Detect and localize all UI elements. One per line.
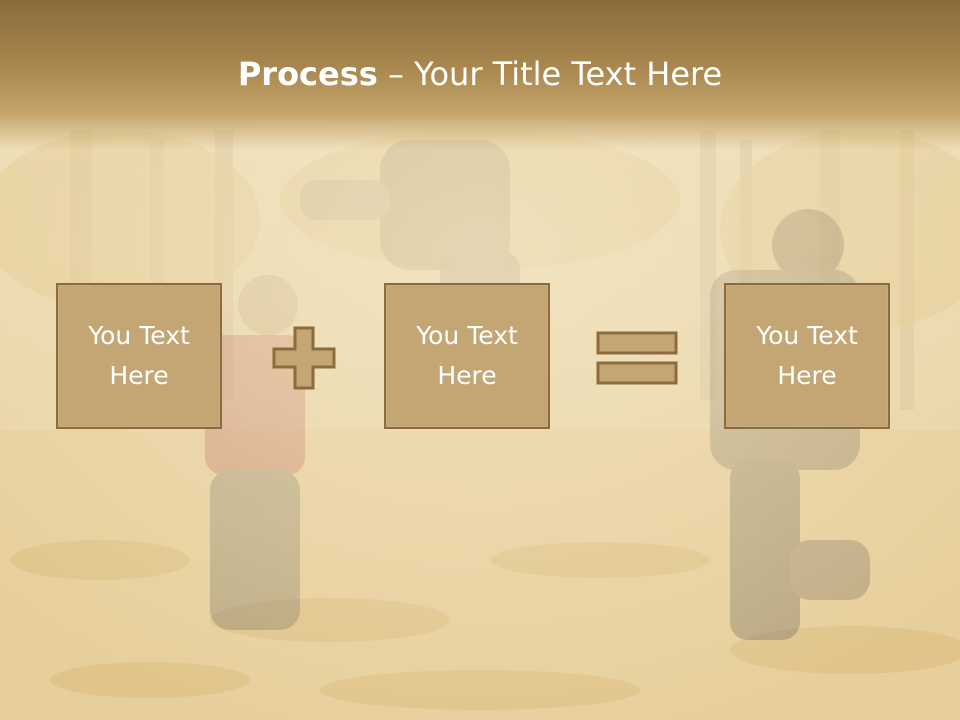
process-box-3: You Text Here — [724, 283, 890, 429]
title-bold: Process — [237, 55, 378, 93]
process-box-2: You Text Here — [384, 283, 550, 429]
equals-icon — [596, 331, 678, 385]
title-rest: – Your Title Text Here — [377, 55, 723, 93]
process-box-2-text: You Text Here — [416, 321, 518, 390]
title-band — [0, 0, 960, 150]
plus-icon — [272, 326, 336, 390]
process-box-1: You Text Here — [56, 283, 222, 429]
page-title: Process – Your Title Text Here — [0, 52, 960, 96]
process-box-3-text: You Text Here — [756, 321, 858, 390]
process-box-1-text: You Text Here — [88, 321, 190, 390]
